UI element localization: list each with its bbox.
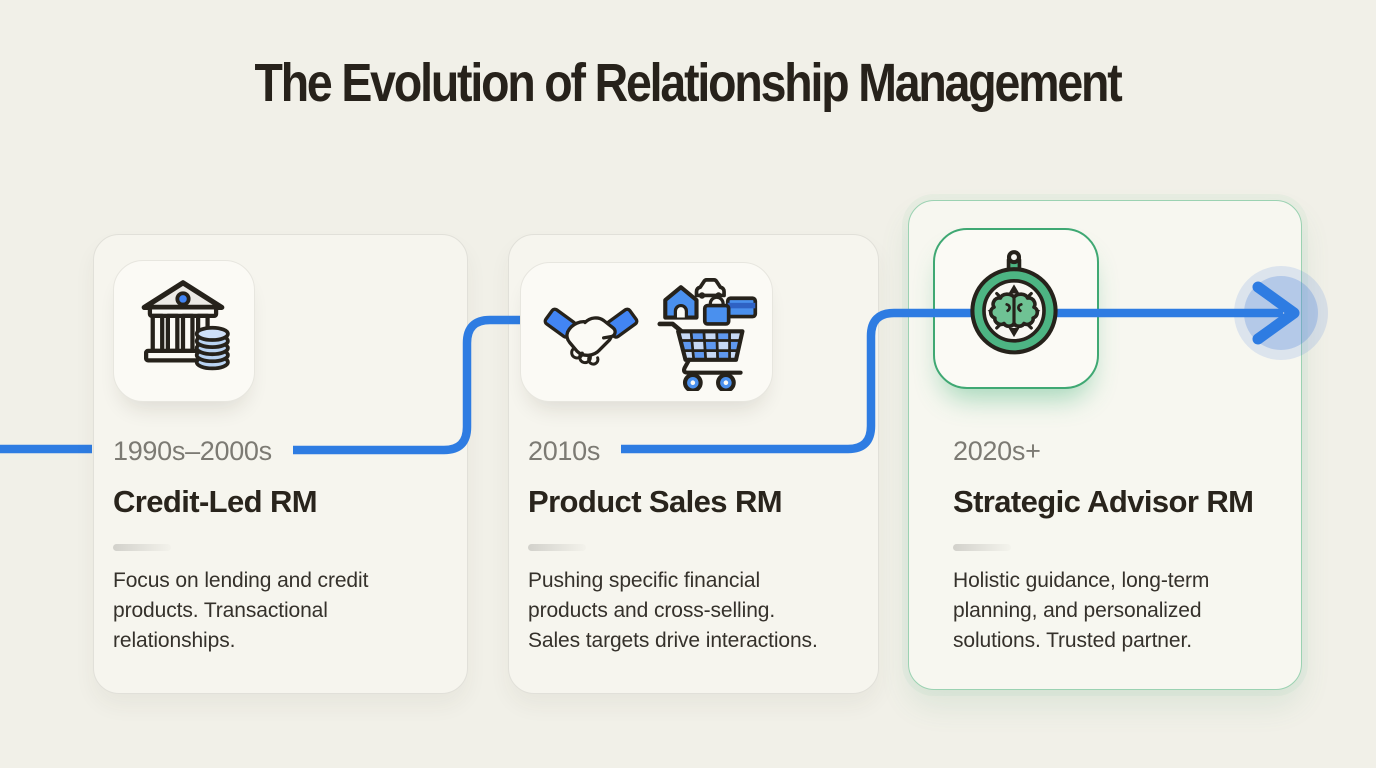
description-line: products and cross-selling. <box>528 599 776 622</box>
card-title: Strategic Advisor RM <box>953 484 1254 519</box>
card-description: Focus on lending and credit products. Tr… <box>113 566 368 656</box>
icon-tile <box>113 260 255 402</box>
card-title: Credit-Led RM <box>113 484 318 519</box>
description-line: Holistic guidance, long-term <box>953 569 1210 592</box>
description-line: Focus on lending and credit <box>113 569 369 592</box>
description-line: Pushing specific financial <box>528 569 761 592</box>
icon-tile <box>520 262 773 402</box>
card-title: Product Sales RM <box>528 484 783 519</box>
description-line: relationships. <box>113 629 236 652</box>
card-description: Holistic guidance, long-term planning, a… <box>953 566 1209 656</box>
card-divider <box>528 544 586 551</box>
description-line: planning, and personalized <box>953 599 1202 622</box>
card-description: Pushing specific financial products and … <box>528 566 818 656</box>
handshake-icon <box>543 307 639 366</box>
compass-brain-icon <box>964 248 1064 364</box>
card-divider <box>113 544 171 551</box>
card-divider <box>953 544 1011 551</box>
bank-columns-icon coin-stack-icon <box>141 280 230 371</box>
description-line: solutions. Trusted partner. <box>953 629 1192 652</box>
era-label: 2020s+ <box>953 436 1041 466</box>
description-line: products. Transactional <box>113 599 328 622</box>
era-label: 2010s <box>528 436 601 466</box>
description-line: Sales targets drive interactions. <box>528 629 818 652</box>
shopping-cart-products-icon <box>657 278 758 391</box>
page-title: The Evolution of Relationship Management <box>254 53 1123 113</box>
era-label: 1990s–2000s <box>113 436 272 466</box>
